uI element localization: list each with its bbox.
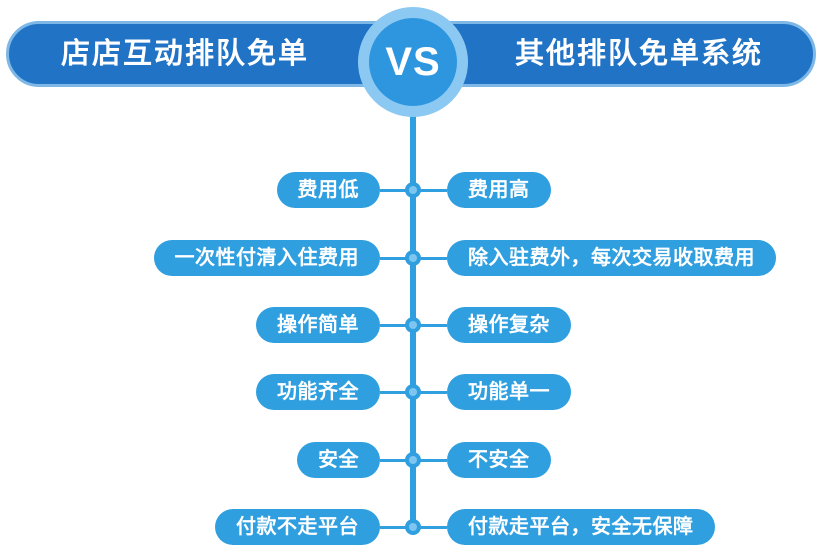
- comparison-row: 功能齐全 功能单一: [0, 374, 823, 410]
- vs-badge: VS: [358, 7, 468, 117]
- left-pill: 付款不走平台: [215, 509, 380, 545]
- connector-dot: [405, 452, 421, 468]
- left-system-title: 店店互动排队免单: [60, 38, 309, 70]
- left-pill: 一次性付清入住费用: [153, 240, 380, 276]
- right-pill: 不安全: [447, 442, 551, 478]
- connector-dot: [405, 182, 421, 198]
- right-pill: 功能单一: [447, 374, 571, 410]
- vs-label: VS: [385, 40, 441, 84]
- right-pill: 操作复杂: [447, 307, 571, 343]
- comparison-row: 安全 不安全: [0, 442, 823, 478]
- right-pill: 付款走平台，安全无保障: [447, 509, 715, 545]
- left-pill: 费用低: [276, 172, 380, 208]
- left-pill: 安全: [297, 442, 380, 478]
- right-pill: 费用高: [447, 172, 551, 208]
- left-pill: 功能齐全: [256, 374, 380, 410]
- right-system-title: 其他排队免单系统: [514, 38, 763, 70]
- right-pill: 除入驻费外，每次交易收取费用: [447, 240, 776, 276]
- comparison-row: 付款不走平台 付款走平台，安全无保障: [0, 509, 823, 545]
- comparison-row: 一次性付清入住费用 除入驻费外，每次交易收取费用: [0, 240, 823, 276]
- connector-dot: [405, 384, 421, 400]
- connector-dot: [405, 250, 421, 266]
- comparison-row: 操作简单 操作复杂: [0, 307, 823, 343]
- connector-dot: [405, 519, 421, 535]
- comparison-row: 费用低 费用高: [0, 172, 823, 208]
- left-pill: 操作简单: [256, 307, 380, 343]
- connector-dot: [405, 317, 421, 333]
